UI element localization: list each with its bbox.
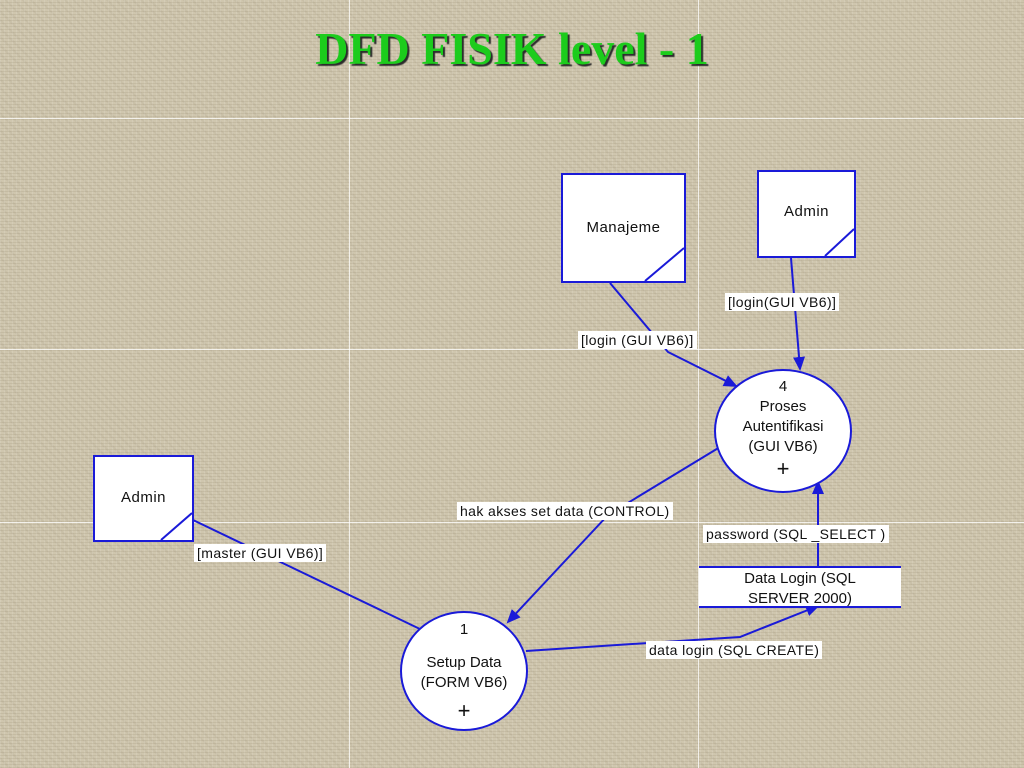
- slide-title: DFD FISIK level - 1: [315, 23, 709, 74]
- process-1-line2: (FORM VB6): [420, 674, 508, 691]
- process-4-number: 4: [778, 378, 788, 395]
- flow-admin-login-line: [790, 257, 806, 371]
- process-1-expand-marker: +: [457, 698, 471, 723]
- entity-admin-left-label: Admin: [120, 489, 167, 506]
- grid-line: [0, 118, 1024, 119]
- grid-line: [349, 0, 350, 768]
- process-4-expand-marker: +: [776, 456, 790, 481]
- data-store-line2: SERVER 2000): [748, 590, 852, 607]
- flow-label-password: password (SQL _SELECT ): [703, 525, 889, 543]
- process-4-line1: Proses: [759, 398, 807, 415]
- data-store-login: Data Login (SQL SERVER 2000): [699, 566, 901, 608]
- entity-manajemen: Manajeme: [561, 173, 686, 283]
- flow-manajemen-login-line: [609, 282, 738, 387]
- process-1-setup-data: 1 Setup Data (FORM VB6) +: [400, 611, 528, 731]
- entity-manajemen-label: Manajeme: [586, 218, 661, 236]
- grid-line: [0, 522, 1024, 523]
- flow-label-hak-akses: hak akses set data (CONTROL): [457, 502, 673, 520]
- flow-label-data-login: data login (SQL CREATE): [646, 641, 823, 659]
- process-4-line3: (GUI VB6): [748, 438, 818, 455]
- grid-line: [0, 349, 1024, 350]
- process-4-line2: Autentifikasi: [742, 418, 824, 435]
- entity-admin-top: Admin: [757, 170, 856, 258]
- flow-label-master: [master (GUI VB6)]: [194, 544, 327, 562]
- process-1-line1: Setup Data: [426, 654, 502, 671]
- process-1-number: 1: [459, 621, 469, 638]
- data-store-line1: Data Login (SQL: [744, 570, 856, 587]
- grid-line: [698, 0, 699, 768]
- process-4-autentifikasi: 4 Proses Autentifikasi (GUI VB6) +: [714, 369, 852, 493]
- flow-data-login-line: [525, 604, 820, 652]
- entity-admin-top-label: Admin: [783, 202, 830, 220]
- flow-hak-akses-line: [506, 446, 721, 624]
- flow-label-admin-login: [login(GUI VB6)]: [725, 293, 840, 311]
- flow-label-manajemen-login: [login (GUI VB6)]: [578, 331, 697, 349]
- flow-master-line: [192, 519, 423, 631]
- entity-admin-left: Admin: [93, 455, 194, 542]
